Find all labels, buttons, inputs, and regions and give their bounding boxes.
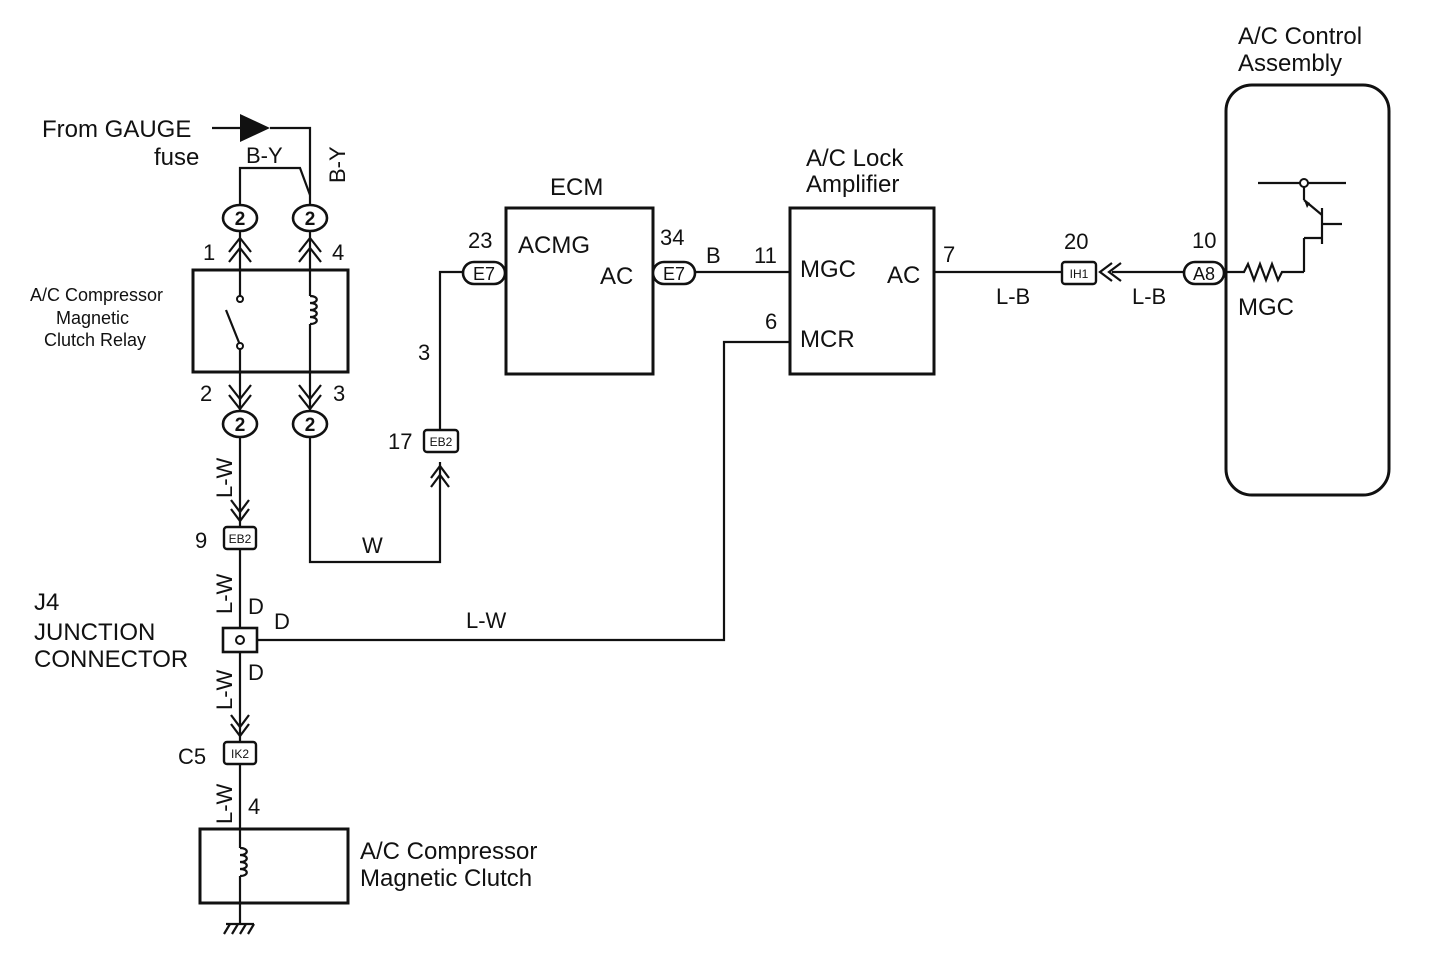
clutch-coil-icon [238, 829, 248, 924]
svg-text:E7: E7 [663, 264, 685, 284]
ecm-connector-e7-left: E7 [461, 260, 507, 286]
svg-text:IH1: IH1 [1070, 267, 1089, 281]
wire-label-lb-right: L-B [1132, 284, 1166, 309]
clutch-connector-label: C5 [178, 744, 206, 769]
junction-d-top: D [248, 594, 264, 619]
svg-text:2: 2 [305, 415, 316, 436]
amplifier-box [788, 206, 936, 376]
control-title-line2: Assembly [1238, 50, 1342, 77]
svg-text:A8: A8 [1193, 264, 1215, 284]
ecm-pin-23-label: 23 [468, 228, 492, 253]
wire-pin-3-label: 3 [418, 340, 430, 365]
relay-pin2-label: 2 [200, 381, 212, 406]
svg-text:EB2: EB2 [229, 532, 252, 546]
junction-d-right: D [274, 609, 290, 634]
amp-pin-7-label: 7 [943, 242, 955, 267]
connector-eb2-top: EB2 [422, 428, 460, 454]
control-mgc-label: MGC [1238, 294, 1294, 321]
relay-pin2-chevron-icon [228, 384, 252, 411]
relay-pin4-label: 4 [332, 240, 344, 265]
relay-pin3-label: 3 [333, 381, 345, 406]
ecm-connector-e7-right: E7 [651, 260, 697, 286]
wire-label-lb-left: L-B [996, 284, 1030, 309]
wire-label-lw-3: L-W [466, 608, 507, 633]
control-resistor-icon [1224, 260, 1304, 284]
wire-label-by-vertical: B-Y [325, 146, 350, 183]
amp-pin-11-label: 11 [754, 243, 777, 268]
wire-label-b: B [706, 243, 721, 268]
source-arrow-icon [240, 114, 270, 142]
svg-text:2: 2 [235, 415, 246, 436]
ground-icon [223, 922, 255, 935]
control-transistor-icon [1258, 178, 1346, 272]
eb2-left-chevron-icon [230, 499, 250, 523]
wire-by-branch [238, 166, 312, 205]
ih1-pin-label: 20 [1064, 229, 1088, 254]
junction-connector-box [221, 626, 259, 654]
relay-title-line1: A/C Compressor [30, 285, 163, 305]
clutch-pin-label: 4 [248, 794, 260, 819]
relay-coil-icon [308, 270, 318, 372]
svg-text:E7: E7 [473, 264, 495, 284]
relay-connector-top-1: 2 [221, 203, 259, 233]
source-from-label: From GAUGE [42, 116, 191, 143]
relay-pin3-chevron-icon [298, 384, 322, 411]
connector-ih1: IH1 [1060, 260, 1098, 286]
svg-text:EB2: EB2 [430, 435, 453, 449]
relay-connector-top-4: 2 [291, 203, 329, 233]
clutch-box [198, 827, 350, 905]
wire-label-by-top: B-Y [246, 143, 283, 168]
svg-text:2: 2 [305, 209, 316, 230]
control-title-line1: A/C Control [1238, 23, 1362, 50]
clutch-title-line2: Magnetic Clutch [360, 865, 532, 892]
svg-text:IK2: IK2 [231, 747, 249, 761]
eb2-top-chevron-icon [430, 464, 450, 488]
amp-title-line1: A/C Lock [806, 145, 904, 172]
wire-label-w: W [362, 533, 383, 558]
ih1-chevron-icon [1098, 262, 1122, 282]
amp-title-line2: Amplifier [806, 171, 899, 198]
junction-d-bottom: D [248, 660, 264, 685]
eb2-top-pin-label: 17 [388, 429, 412, 454]
control-assembly-box [1224, 83, 1391, 497]
wire-source-feed [270, 126, 312, 205]
eb2-left-pin-label: 9 [195, 528, 207, 553]
junction-title-line2: CONNECTOR [34, 646, 188, 673]
amp-ac-label: AC [887, 262, 920, 289]
relay-connector-bottom-2: 2 [221, 409, 259, 439]
ik2-chevron-icon [230, 714, 250, 738]
connector-ik2: IK2 [222, 740, 258, 766]
control-connector-a8: A8 [1182, 260, 1226, 286]
junction-title-line1: JUNCTION [34, 619, 155, 646]
wire-label-lw-2: L-W [212, 573, 237, 614]
ecm-box [504, 206, 655, 376]
source-fuse-label: fuse [154, 144, 199, 171]
ecm-title: ECM [550, 174, 603, 201]
junction-id-label: J4 [34, 589, 59, 616]
clutch-title-line1: A/C Compressor [360, 838, 537, 865]
ecm-pin-34-label: 34 [660, 225, 684, 250]
ecm-ac-label: AC [600, 263, 633, 290]
wire-label-lw-5: L-W [212, 783, 237, 824]
control-pin-10-label: 10 [1192, 228, 1216, 253]
amp-mcr-label: MCR [800, 326, 855, 353]
relay-switch-icon [224, 270, 244, 372]
amp-mgc-label: MGC [800, 256, 856, 283]
amp-pin-6-label: 6 [765, 309, 777, 334]
wire-label-lw-4: L-W [212, 669, 237, 710]
relay-title-line2: Magnetic [56, 308, 129, 328]
relay-pin1-label: 1 [203, 240, 215, 265]
ecm-acmg-label: ACMG [518, 232, 590, 259]
connector-eb2-left: EB2 [222, 525, 258, 551]
wire-lw-junction-to-amp [257, 340, 790, 642]
svg-text:2: 2 [235, 209, 246, 230]
relay-box [191, 268, 350, 374]
wire-w-relay-to-eb2 [308, 437, 442, 564]
wire-label-lw-1: L-W [212, 457, 237, 498]
wire-eb2-to-ecm [438, 270, 462, 430]
relay-connector-bottom-3: 2 [291, 409, 329, 439]
relay-title-line3: Clutch Relay [44, 330, 146, 350]
